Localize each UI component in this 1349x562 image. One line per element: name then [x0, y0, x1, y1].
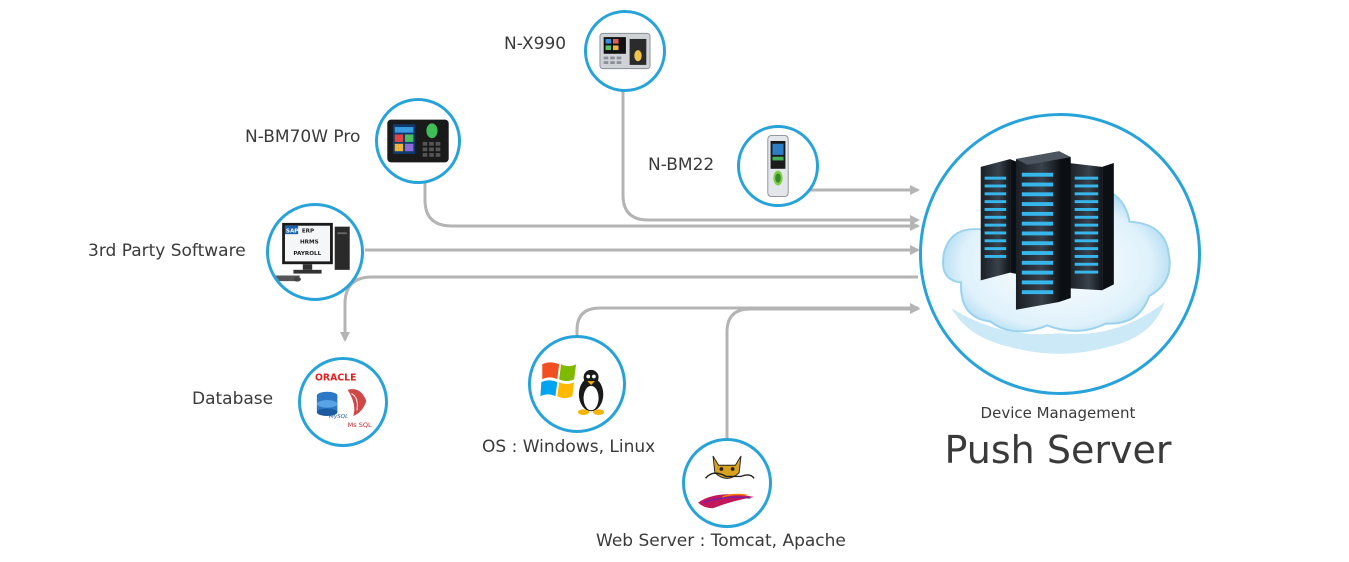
screen-line-hrms: HRMS	[300, 240, 319, 246]
server-rack-center	[1015, 151, 1071, 310]
web-server-icon	[698, 455, 755, 509]
device-label-nbm22: N-BM22	[648, 155, 715, 175]
server-rack-right	[1068, 162, 1114, 291]
cloud-server-icon	[941, 151, 1171, 354]
connector-os	[575, 303, 920, 340]
mysql-logo-text: MySQL	[329, 414, 348, 420]
device-node-nx990[interactable]	[584, 10, 666, 92]
fingerprint-terminal-icon	[599, 32, 651, 70]
server-title: Push Server	[944, 428, 1172, 472]
server-rack-left	[980, 159, 1020, 281]
device-label-web-server: Web Server : Tomcat, Apache	[596, 531, 846, 551]
linux-tux-icon	[577, 369, 605, 415]
device-label-nx990: N-X990	[504, 34, 567, 54]
screen-line-erp: ERP	[302, 228, 314, 234]
device-node-third-party[interactable]: SAP ERP HRMS PAYROLL	[266, 203, 364, 301]
device-label-os: OS : Windows, Linux	[482, 437, 656, 457]
screen-line-payroll: PAYROLL	[293, 251, 321, 257]
device-node-nbm70w[interactable]	[375, 98, 461, 184]
device-label-nbm70w: N-BM70W Pro	[245, 127, 361, 147]
mssql-logo-text: Ms SQL	[348, 421, 372, 429]
device-node-web-server[interactable]	[682, 438, 772, 528]
slim-terminal-icon	[767, 134, 789, 198]
device-node-database[interactable]: ORACLE MySQL Ms SQL	[298, 357, 388, 447]
apache-feather-icon	[698, 493, 755, 509]
connector-nbm70w	[423, 180, 920, 231]
biometric-terminal-icon	[387, 119, 449, 163]
device-node-nbm22[interactable]	[737, 125, 819, 207]
device-label-database: Database	[192, 389, 274, 409]
server-subtitle: Device Management	[980, 404, 1136, 422]
push-server-node[interactable]	[919, 113, 1201, 395]
windows-logo-icon	[540, 362, 577, 399]
device-label-third-party: 3rd Party Software	[88, 241, 246, 261]
tomcat-logo-icon	[704, 455, 755, 479]
oracle-logo-text: ORACLE	[315, 373, 357, 384]
sap-logo-text: SAP	[286, 228, 299, 234]
database-icon: ORACLE MySQL Ms SQL	[315, 373, 372, 430]
connector-web-server	[725, 304, 920, 440]
connector-nx990	[621, 90, 920, 225]
desktop-computer-icon: SAP ERP HRMS PAYROLL	[269, 222, 350, 282]
device-node-os[interactable]	[528, 335, 626, 433]
os-icon	[540, 362, 605, 415]
